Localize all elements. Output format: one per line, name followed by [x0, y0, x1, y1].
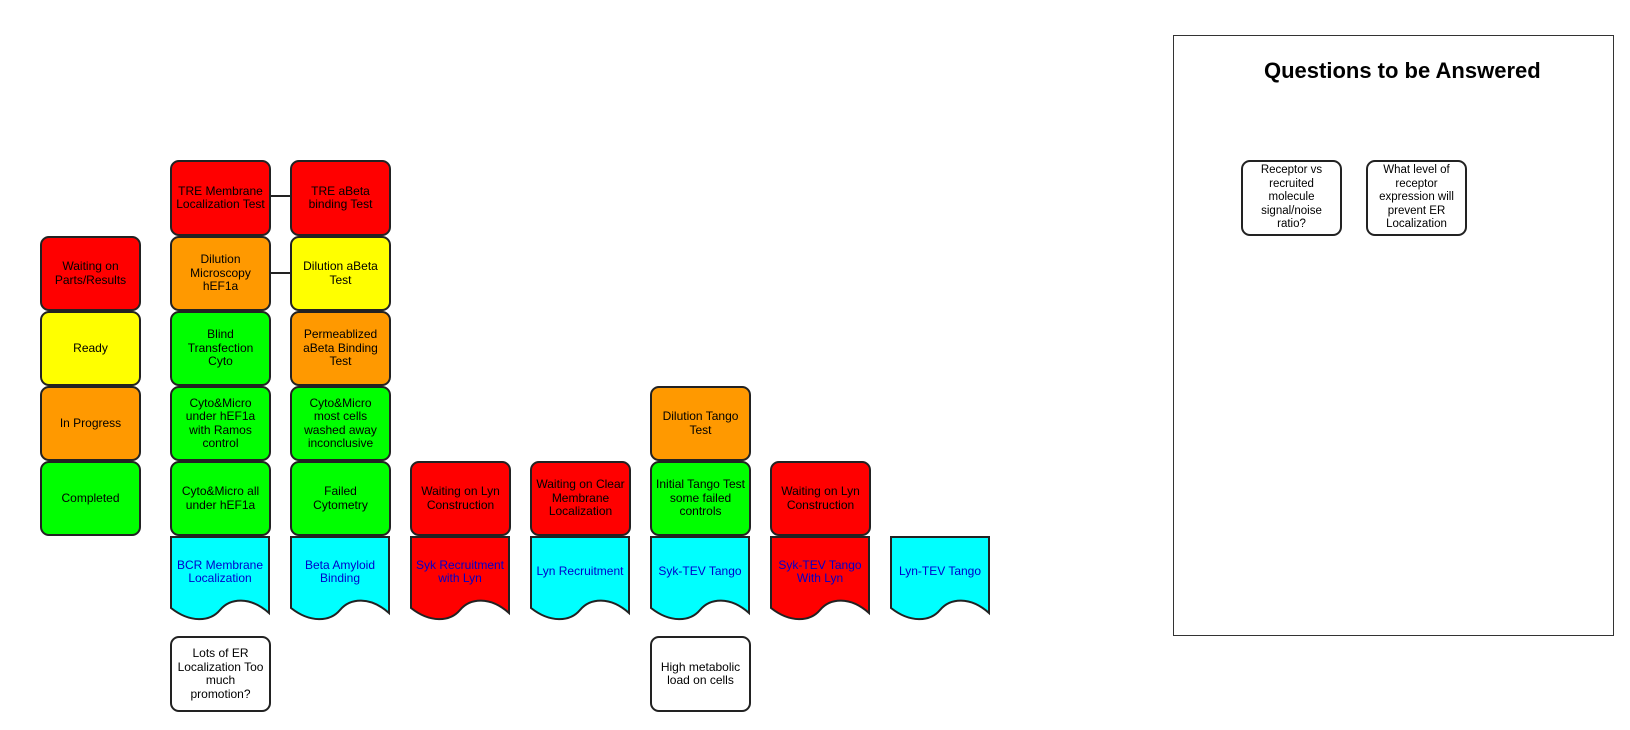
question-card[interactable]: What level of receptor expression will p…: [1366, 160, 1467, 236]
task-card[interactable]: Blind Transfection Cyto: [170, 311, 271, 386]
legend-completed-label: Completed: [61, 490, 120, 505]
task-card[interactable]: Dilution aBeta Test: [290, 236, 391, 311]
connector-line: [270, 272, 291, 274]
task-card[interactable]: Waiting on Lyn Construction: [410, 461, 511, 536]
project-title: Lyn-TEV Tango: [898, 564, 982, 579]
task-card[interactable]: Cyto&Micro most cells washed away inconc…: [290, 386, 391, 461]
legend-ready: Ready: [40, 311, 141, 386]
task-card[interactable]: Permeablized aBeta Binding Test: [290, 311, 391, 386]
note-card[interactable]: High metabolic load on cells: [650, 636, 751, 712]
project-title: Lyn Recruitment: [536, 564, 624, 579]
task-card[interactable]: Cyto&Micro under hEF1a with Ramos contro…: [170, 386, 271, 461]
legend-waiting-label: Waiting on Parts/Results: [54, 259, 127, 287]
legend-waiting: Waiting on Parts/Results: [40, 236, 141, 311]
task-card[interactable]: Failed Cytometry: [290, 461, 391, 536]
questions-panel: [1173, 35, 1614, 636]
task-card[interactable]: Dilution Microscopy hEF1a: [170, 236, 271, 311]
legend-in-progress: In Progress: [40, 386, 141, 461]
project-bcr-membrane-localization[interactable]: BCR Membrane Localization: [170, 536, 270, 622]
task-card[interactable]: Dilution Tango Test: [650, 386, 751, 461]
legend-in-progress-label: In Progress: [59, 415, 122, 430]
project-lyn-recruitment[interactable]: Lyn Recruitment: [530, 536, 630, 622]
project-lyn-tev-tango[interactable]: Lyn-TEV Tango: [890, 536, 990, 622]
question-card[interactable]: Receptor vs recruited molecule signal/no…: [1241, 160, 1342, 236]
project-title: Syk-TEV Tango: [658, 564, 742, 579]
project-syk-tev-tango[interactable]: Syk-TEV Tango: [650, 536, 750, 622]
task-card[interactable]: Initial Tango Test some failed controls: [650, 461, 751, 536]
project-title: Beta Amyloid Binding: [304, 557, 376, 585]
project-beta-amyloid-binding[interactable]: Beta Amyloid Binding: [290, 536, 390, 622]
task-card[interactable]: Waiting on Clear Membrane Localization: [530, 461, 631, 536]
legend-ready-label: Ready: [73, 340, 108, 355]
project-title: Syk Recruitment with Lyn: [415, 557, 505, 585]
project-title: Syk-TEV Tango With Lyn: [778, 557, 862, 585]
task-card[interactable]: TRE Membrane Localization Test: [170, 160, 271, 236]
project-syk-recruitment-with-lyn[interactable]: Syk Recruitment with Lyn: [410, 536, 510, 622]
task-card[interactable]: TRE aBeta binding Test: [290, 160, 391, 236]
task-card[interactable]: Waiting on Lyn Construction: [770, 461, 871, 536]
project-title: BCR Membrane Localization: [176, 557, 264, 585]
legend-completed: Completed: [40, 461, 141, 536]
connector-line: [270, 195, 291, 197]
questions-title: Questions to be Answered: [1264, 58, 1541, 83]
task-card[interactable]: Cyto&Micro all under hEF1a: [170, 461, 271, 536]
project-syk-tev-tango-with-lyn[interactable]: Syk-TEV Tango With Lyn: [770, 536, 870, 622]
note-card[interactable]: Lots of ER Localization Too much promoti…: [170, 636, 271, 712]
